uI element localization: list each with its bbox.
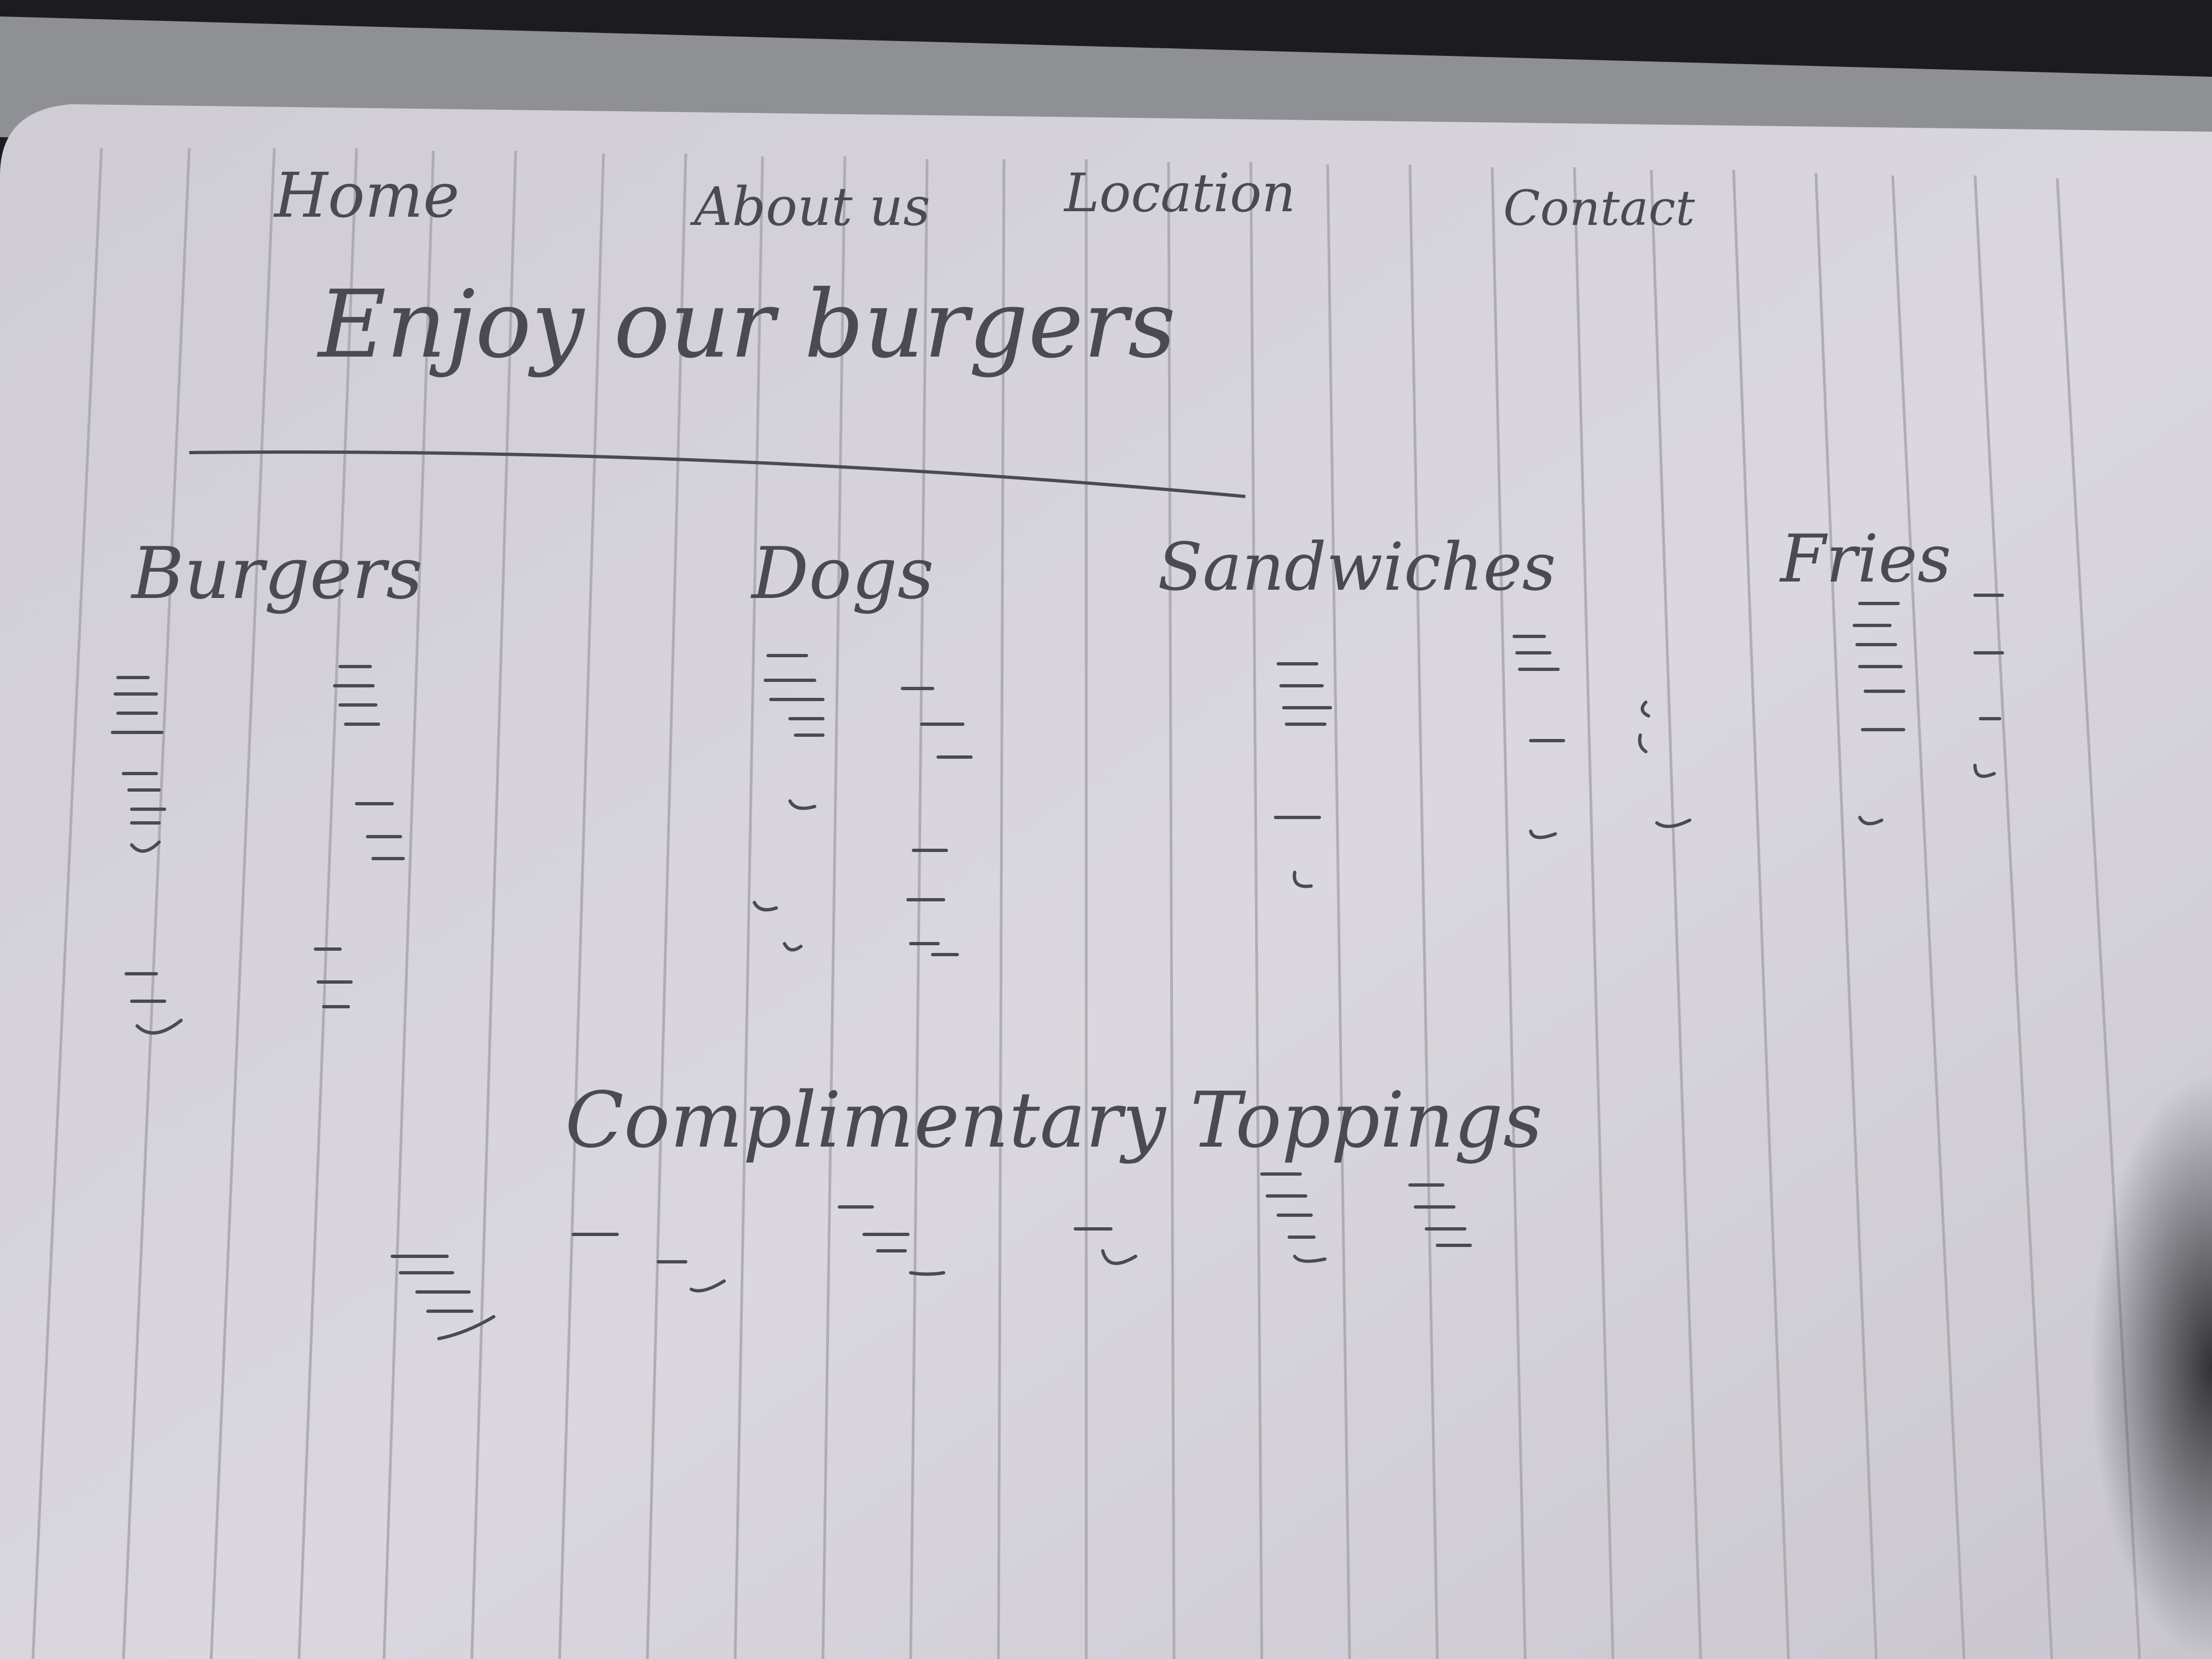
ruled-lines — [31, 148, 2141, 1659]
toppings-scribbles — [391, 1172, 1472, 1340]
nav-item-location[interactable]: Location — [1063, 162, 1295, 224]
paper-sheet — [0, 104, 2212, 1659]
toppings-title: Complimentary Toppings — [565, 1076, 1543, 1165]
hand-shadow — [1865, 823, 2212, 1659]
nav-item-about[interactable]: About us — [690, 176, 930, 238]
category-fries[interactable]: Fries — [1779, 521, 1951, 597]
hero-underline — [189, 450, 1246, 498]
hero-title: Enjoy our burgers — [317, 270, 1176, 379]
category-burgers[interactable]: Burgers — [131, 532, 422, 615]
nav-item-contact[interactable]: Contact — [1503, 180, 1695, 236]
placeholder-scribbles — [111, 594, 2004, 1035]
nav-item-home[interactable]: Home — [273, 160, 460, 232]
category-dogs[interactable]: Dogs — [751, 532, 934, 615]
nav-bar: Home About us Location Contact — [273, 160, 1695, 238]
menu-categories: Burgers Dogs Sandwiches Fries — [131, 521, 1951, 615]
category-sandwiches[interactable]: Sandwiches — [1158, 529, 1556, 606]
